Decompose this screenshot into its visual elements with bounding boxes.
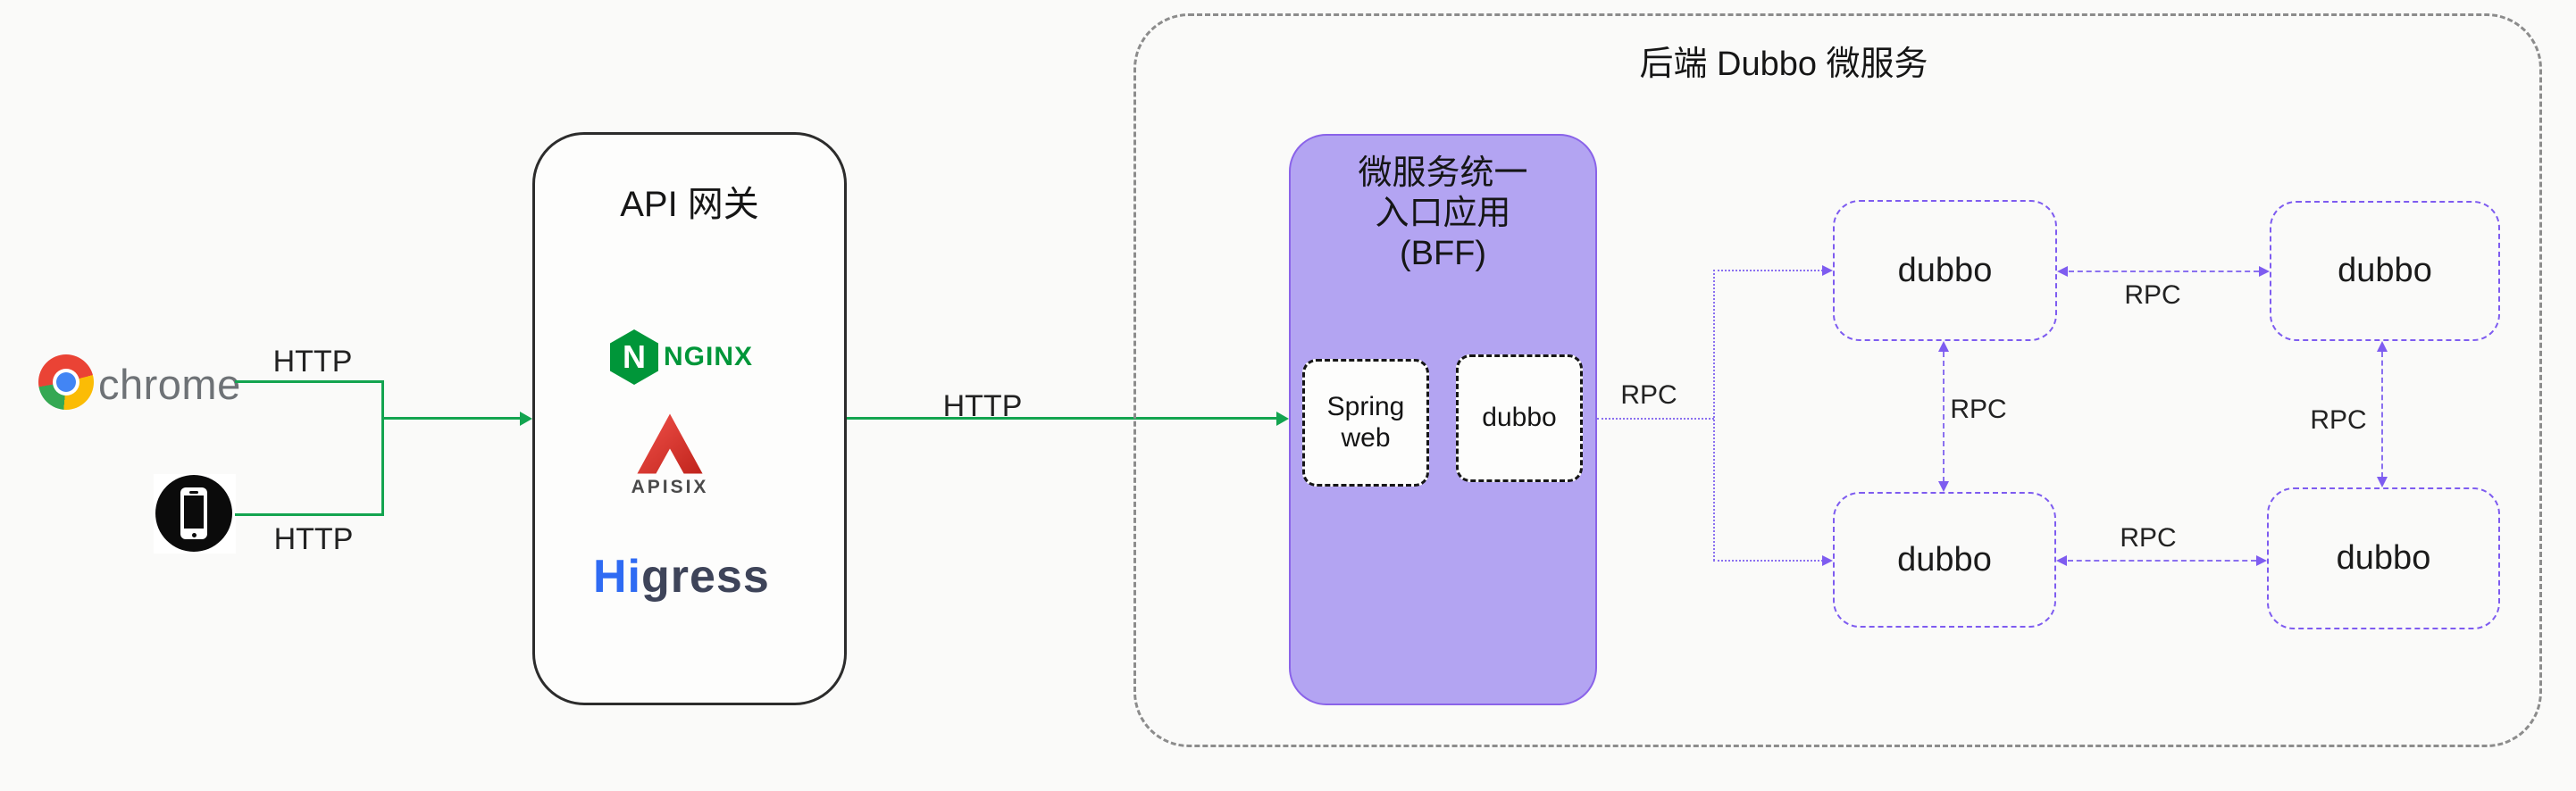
http-line-to-gateway [381, 417, 520, 420]
rpc-label-left-vertical: RPC [1950, 395, 2007, 424]
rpc-line-bff-out [1597, 418, 1714, 420]
http-line-chrome [235, 380, 384, 383]
backend-container-box [1133, 13, 2542, 747]
apisix-wordmark: APISIX [631, 477, 709, 497]
http-line-gateway-to-bff [847, 417, 1276, 420]
arrowhead-into-dubbo3-left [2259, 266, 2270, 277]
rpc-branch-bottom [1713, 560, 1823, 562]
api-gateway-box [532, 132, 847, 705]
arrowhead-into-dubbo4-left [2256, 555, 2267, 566]
arrowhead-into-dubbo4-top [2377, 477, 2388, 487]
spring-web-box: Spring web [1302, 359, 1429, 487]
nginx-wordmark: NGINX [664, 342, 754, 371]
dubbo-service-box-4: dubbo [2267, 487, 2500, 629]
http-label-phone: HTTP [273, 522, 354, 556]
bff-dubbo-box: dubbo [1456, 354, 1583, 482]
bff-title-line3: (BFF) [1399, 234, 1487, 272]
dubbo-service-box-3: dubbo [2270, 201, 2500, 341]
arrowhead-into-dubbo1-bottom [1938, 341, 1949, 352]
spring-web-label: Spring web [1326, 392, 1405, 453]
apisix-logo: APISIX [625, 412, 715, 498]
arrowhead-into-gateway [520, 412, 532, 426]
rpc-line-bottom-horizontal [2068, 560, 2256, 562]
bff-title-line2: 入口应用 [1375, 194, 1511, 232]
http-label-mid: HTTP [942, 389, 1023, 423]
bff-title: 微服务统一 入口应用 (BFF) [1289, 154, 1597, 273]
mobile-phone-icon [154, 474, 236, 554]
dubbo-service-box-1: dubbo [1833, 200, 2057, 341]
arrowhead-into-dubbo2-top [1938, 481, 1949, 492]
http-label-chrome: HTTP [272, 345, 353, 379]
arrowhead-into-bff [1276, 412, 1289, 426]
higress-logo: Higress [593, 550, 770, 604]
higress-gress: gress [641, 551, 770, 603]
arrowhead-into-dubbo1-right [2057, 266, 2068, 277]
arrowhead-into-dubbo3-bottom [2377, 341, 2388, 352]
rpc-branch-top [1713, 270, 1823, 271]
arrowhead-into-dubbo2-right [2056, 555, 2067, 566]
rpc-label-right-vertical: RPC [2310, 405, 2367, 435]
http-line-phone [235, 513, 384, 516]
rpc-line-right-vertical [2381, 352, 2383, 478]
dubbo-service-box-2: dubbo [1833, 492, 2056, 628]
phone-icon-home-button [191, 532, 197, 537]
phone-icon-screen [184, 495, 204, 529]
bff-dubbo-label: dubbo [1482, 403, 1557, 433]
nginx-letter: N [623, 338, 646, 375]
dubbo-service-label-1: dubbo [1897, 251, 1993, 289]
apisix-triangle-icon [637, 413, 703, 474]
nginx-hexagon-icon: N [610, 329, 658, 385]
chrome-icon-core [56, 372, 76, 392]
bff-title-line1: 微服务统一 [1358, 154, 1528, 192]
backend-container-title: 后端 Dubbo 微服务 [1639, 46, 1928, 83]
rpc-label-bottom-horizontal: RPC [2120, 523, 2177, 553]
arrowhead-into-dubbo1 [1822, 265, 1833, 276]
arrowhead-into-dubbo2 [1822, 555, 1833, 566]
api-gateway-title: API 网关 [620, 185, 759, 224]
phone-icon-body [180, 487, 207, 539]
phone-icon-speaker [189, 490, 198, 494]
rpc-line-top-horizontal [2069, 271, 2259, 272]
phone-icon-circle [155, 475, 232, 552]
chrome-label: chrome [98, 361, 241, 408]
dubbo-service-label-3: dubbo [2338, 252, 2432, 289]
http-line-junction [381, 380, 384, 516]
rpc-label-bff-out: RPC [1620, 380, 1677, 410]
dubbo-service-label-4: dubbo [2336, 539, 2431, 577]
chrome-icon [38, 354, 94, 410]
nginx-logo: N NGINX [610, 329, 753, 385]
rpc-label-top-horizontal: RPC [2124, 280, 2181, 310]
dubbo-service-label-2: dubbo [1897, 540, 1992, 579]
rpc-line-left-vertical [1943, 352, 1945, 482]
rpc-branch-vertical [1713, 270, 1715, 561]
higress-hi: Hi [593, 551, 641, 603]
